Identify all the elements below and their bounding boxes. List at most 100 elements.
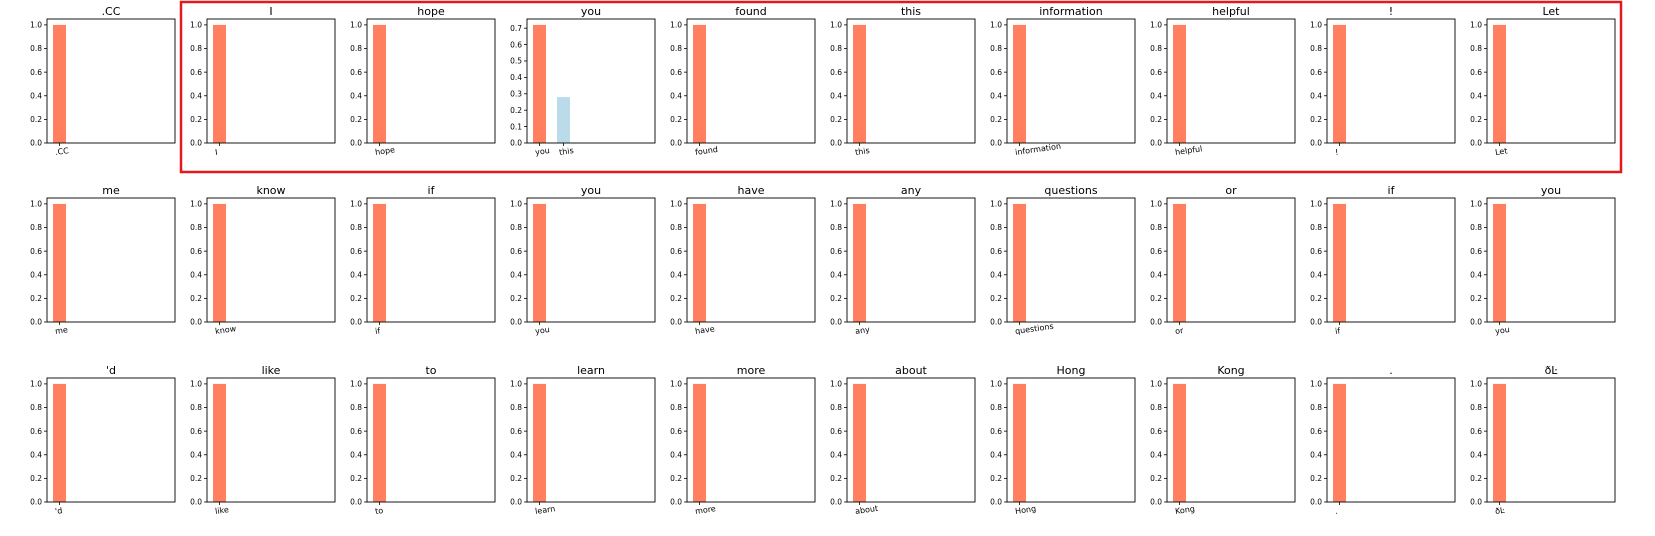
y-tick-label: 0.4	[990, 450, 1002, 459]
y-tick-label: 0.2	[30, 474, 42, 483]
panel-title: you	[581, 184, 601, 197]
x-tick-label: you	[1495, 325, 1511, 336]
y-tick-label: 0.0	[510, 318, 522, 327]
y-tick-label: 0.6	[830, 427, 842, 436]
x-tick-label: information	[1015, 142, 1062, 157]
panel-title: I	[269, 5, 272, 18]
bar	[533, 24, 546, 143]
y-tick-label: 0.6	[30, 68, 42, 77]
y-tick-label: 0.6	[670, 68, 682, 77]
bar	[373, 203, 386, 322]
axes-frame	[1326, 197, 1456, 323]
x-tick-label: this	[855, 146, 871, 157]
y-tick-label: 0.2	[1470, 294, 1482, 303]
y-tick-label: 0.2	[30, 115, 42, 124]
y-tick-label: 1.0	[1470, 21, 1482, 30]
y-tick-label: 0.8	[1310, 223, 1322, 232]
x-tick-label: you	[535, 325, 551, 336]
bar	[1013, 203, 1026, 322]
panel-title: Kong	[1217, 364, 1244, 377]
bar	[853, 203, 866, 322]
axes-frame	[366, 377, 496, 503]
chart-panel: ..0.00.20.40.60.81.0	[1310, 364, 1456, 516]
x-tick-label: if	[1335, 326, 1341, 336]
y-tick-label: 0.4	[350, 270, 362, 279]
chart-panel: !!0.00.20.40.60.81.0	[1310, 5, 1456, 157]
y-tick-label: 0.8	[1470, 403, 1482, 412]
y-tick-label: 0.4	[350, 91, 362, 100]
y-tick-label: 0.4	[1310, 270, 1322, 279]
panel-title: information	[1039, 5, 1103, 18]
panel-title: !	[1389, 5, 1393, 18]
y-tick-label: 0.8	[510, 223, 522, 232]
bar	[1333, 203, 1346, 322]
axes-frame	[1166, 18, 1296, 144]
y-tick-label: 1.0	[1310, 200, 1322, 209]
y-tick-label: 1.0	[1150, 380, 1162, 389]
bar	[213, 383, 226, 502]
y-tick-label: 0.4	[670, 91, 682, 100]
axes-frame	[1166, 377, 1296, 503]
panel-title: learn	[577, 364, 605, 377]
y-tick-label: 0.8	[350, 44, 362, 53]
y-tick-label: 0.0	[190, 139, 202, 148]
axes-frame	[1486, 377, 1616, 503]
panel-title: like	[262, 364, 281, 377]
axes-frame	[46, 377, 176, 503]
panel-title: or	[1225, 184, 1237, 197]
y-tick-label: 0.2	[830, 115, 842, 124]
y-tick-label: 0.8	[990, 44, 1002, 53]
x-tick-label: Kong	[1175, 504, 1196, 516]
y-tick-label: 0.8	[1150, 403, 1162, 412]
bar	[1173, 24, 1186, 143]
y-tick-label: 0.8	[990, 223, 1002, 232]
y-tick-label: 0.0	[1470, 139, 1482, 148]
axes-frame	[686, 377, 816, 503]
x-tick-label: any	[855, 325, 871, 336]
panel-title: ðĿ	[1545, 364, 1559, 377]
y-tick-label: 0.0	[30, 139, 42, 148]
y-tick-label: 0.4	[30, 270, 42, 279]
y-tick-label: 0.2	[30, 294, 42, 303]
bar	[213, 203, 226, 322]
y-tick-label: 1.0	[30, 21, 42, 30]
axes-frame	[206, 377, 336, 503]
x-tick-label: this	[559, 146, 575, 157]
bar	[1493, 203, 1506, 322]
axes-frame	[1006, 18, 1136, 144]
y-tick-label: 0.4	[830, 91, 842, 100]
y-tick-label: 0.4	[510, 450, 522, 459]
panel-title: me	[102, 184, 120, 197]
y-tick-label: 0.4	[670, 270, 682, 279]
y-tick-label: 0.2	[1150, 115, 1162, 124]
bar	[1173, 203, 1186, 322]
y-tick-label: 0.2	[990, 474, 1002, 483]
y-tick-label: 0.0	[830, 139, 842, 148]
y-tick-label: 0.0	[1310, 498, 1322, 507]
y-tick-label: 0.4	[1470, 450, 1482, 459]
x-tick-label: about	[855, 504, 879, 516]
bar	[693, 24, 706, 143]
y-tick-label: 0.4	[990, 270, 1002, 279]
y-tick-label: 1.0	[670, 380, 682, 389]
y-tick-label: 0.2	[1470, 115, 1482, 124]
bar	[1333, 383, 1346, 502]
y-tick-label: 0.8	[1310, 44, 1322, 53]
x-tick-label: like	[215, 505, 230, 516]
bar	[693, 203, 706, 322]
axes-frame	[526, 18, 656, 144]
y-tick-label: 1.0	[830, 200, 842, 209]
x-tick-label: if	[375, 326, 381, 336]
panel-title: this	[901, 5, 921, 18]
panel-title: if	[1388, 184, 1396, 197]
x-tick-label: have	[695, 324, 716, 336]
y-tick-label: 0.8	[510, 403, 522, 412]
y-tick-label: 1.0	[1310, 21, 1322, 30]
y-tick-label: 0.0	[1150, 498, 1162, 507]
y-tick-label: 0.4	[1310, 450, 1322, 459]
